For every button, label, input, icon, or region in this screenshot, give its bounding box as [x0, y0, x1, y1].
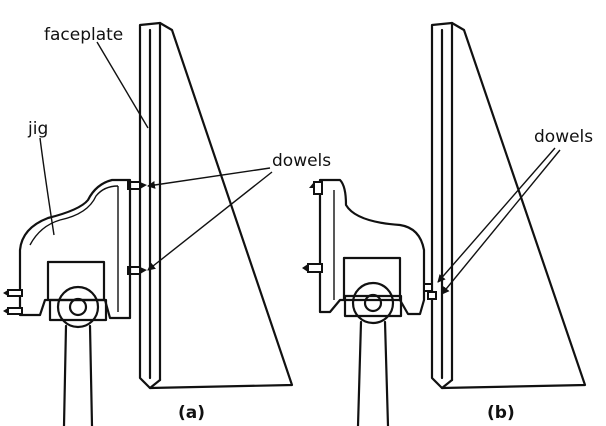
jig-leader — [39, 137, 55, 236]
dowel-lower-a — [127, 266, 147, 275]
panel-a — [3, 21, 294, 426]
faceplate-label: faceplate — [44, 25, 123, 45]
dowel-arrow-upper-a — [147, 167, 271, 189]
dowel-arrow-lower-a — [147, 171, 273, 271]
dowels-label-a: dowels — [272, 151, 331, 171]
dowel-arrow-lower-b — [441, 149, 561, 295]
dowel-arrow-upper-b — [437, 147, 556, 283]
panel-b — [302, 21, 587, 426]
faceplate-b — [430, 21, 587, 390]
connecting-rod-b — [343, 281, 403, 426]
dowels-label-b: dowels — [534, 127, 593, 147]
caption-b: (b) — [487, 403, 515, 423]
caption-a: (a) — [178, 403, 205, 423]
faceplate-leader-a — [96, 41, 149, 129]
faceplate-a — [138, 21, 294, 390]
dowel-upper-a — [127, 181, 147, 190]
jig-a — [3, 178, 132, 320]
jig-label: jig — [27, 119, 48, 139]
jig-b — [302, 178, 437, 316]
connecting-rod-a — [48, 285, 108, 426]
